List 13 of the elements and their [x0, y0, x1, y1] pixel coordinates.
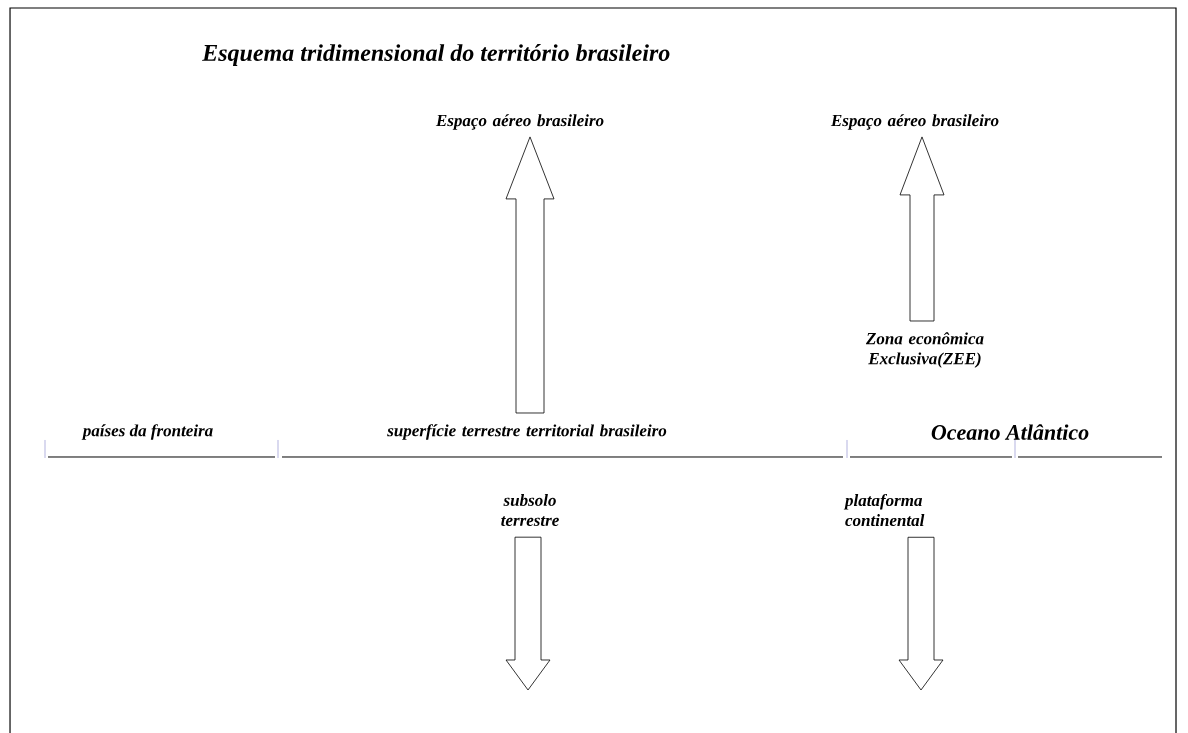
text-label: subsolo terrestre [501, 494, 559, 526]
block-arrow [505, 136, 555, 414]
block-arrow [899, 136, 945, 322]
text-label: Espaço aéreo brasileiro [435, 114, 604, 130]
text-label: Zona econômica Exclusiva(ZEE) [865, 332, 984, 368]
title: Esquema tridimensional do território brasileiro [202, 44, 670, 66]
block-arrow [898, 536, 944, 691]
text-label: plataforma continental [843, 493, 925, 527]
block-arrow [505, 536, 551, 691]
text-label: Espaço aéreo brasileiro [830, 114, 999, 130]
text-label: superfície terrestre territorial brasileiro [387, 424, 667, 440]
text-label: Oceano Atlântico [931, 424, 1089, 440]
text-label: países da fronteira [81, 424, 213, 440]
